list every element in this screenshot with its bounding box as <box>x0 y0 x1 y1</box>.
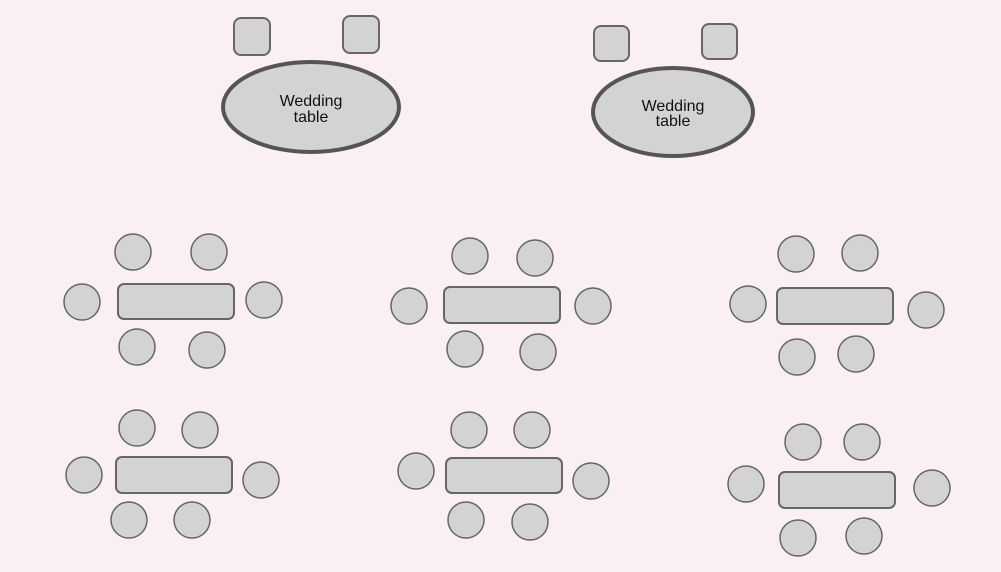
guest-table <box>776 287 894 325</box>
guest-chair <box>181 411 219 449</box>
wedding-chair <box>701 23 738 60</box>
wedding-table-label-line1: Wedding <box>642 98 705 115</box>
guest-chair <box>778 338 816 376</box>
guest-chair <box>451 237 489 275</box>
guest-chair <box>845 517 883 555</box>
guest-table <box>117 283 235 320</box>
guest-chair <box>110 501 148 539</box>
guest-chair <box>65 456 103 494</box>
guest-chair <box>913 469 951 507</box>
wedding-chair <box>342 15 380 54</box>
wedding-chair <box>233 17 271 56</box>
guest-table-group <box>390 237 612 371</box>
guest-chair <box>397 452 435 490</box>
wedding-table-label-line1: Wedding <box>280 93 343 110</box>
wedding-table-label-line2: table <box>656 113 691 130</box>
guest-chair <box>118 409 156 447</box>
guest-chair <box>450 411 488 449</box>
guest-chair <box>242 461 280 499</box>
guest-table-group <box>63 233 283 369</box>
wedding-table <box>221 60 401 154</box>
guest-chair <box>843 423 881 461</box>
guest-chair <box>188 331 226 369</box>
guest-chair <box>777 235 815 273</box>
guest-chair <box>114 233 152 271</box>
wedding-chair <box>593 25 630 62</box>
guest-chair <box>173 501 211 539</box>
guest-chair <box>118 328 156 366</box>
guest-chair <box>729 285 767 323</box>
wedding-table-label-line2: table <box>294 109 329 126</box>
guest-table <box>115 456 233 494</box>
guest-chair <box>727 465 765 503</box>
guest-chair <box>446 330 484 368</box>
guest-table-group <box>397 411 610 541</box>
guest-chair <box>519 333 557 371</box>
guest-chair <box>574 287 612 325</box>
guest-chair <box>447 501 485 539</box>
wedding-table-group: Wedding table <box>591 23 755 158</box>
guest-chair <box>572 462 610 500</box>
guest-table <box>443 286 561 324</box>
guest-chair <box>390 287 428 325</box>
guest-table <box>445 457 563 494</box>
guest-chair <box>779 519 817 557</box>
guest-table-group <box>65 409 280 539</box>
wedding-table-group: Wedding table <box>221 15 401 154</box>
guest-chair <box>784 423 822 461</box>
guest-chair <box>190 233 228 271</box>
guest-chair <box>511 503 549 541</box>
guest-table-group <box>727 423 951 557</box>
guest-chair <box>841 234 879 272</box>
guest-table-group <box>729 234 945 376</box>
wedding-table <box>591 66 755 158</box>
guest-chair <box>513 411 551 449</box>
guest-chair <box>907 291 945 329</box>
guest-chair <box>63 283 101 321</box>
guest-table <box>778 471 896 509</box>
guest-chair <box>516 239 554 277</box>
guest-chair <box>837 335 875 373</box>
guest-chair <box>245 281 283 319</box>
